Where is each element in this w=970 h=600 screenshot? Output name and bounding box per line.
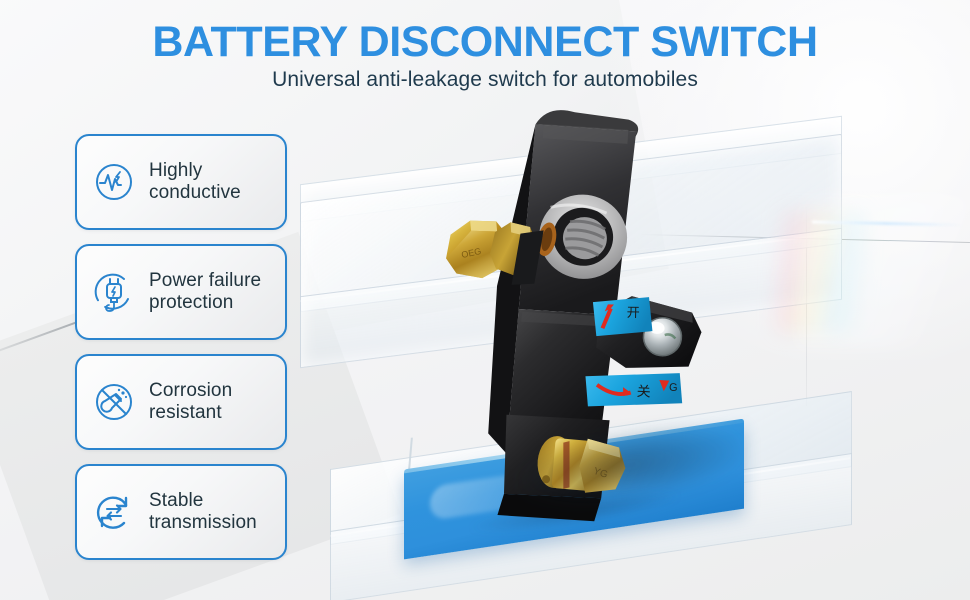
- feature-label: Power failure protection: [149, 269, 262, 313]
- sync-arrows-icon: [91, 489, 137, 535]
- no-corrosion-flask-icon: [91, 379, 137, 425]
- background-seam-vertical: [806, 206, 807, 406]
- feature-card-stable-transmission[interactable]: Stable transmission: [75, 464, 287, 560]
- page-subtitle: Universal anti-leakage switch for automo…: [272, 68, 698, 91]
- page-title: BATTERY DISCONNECT SWITCH: [152, 18, 818, 66]
- feature-card-corrosion-resistant[interactable]: Corrosion resistant: [75, 354, 287, 450]
- pulse-wave-icon: [91, 159, 137, 205]
- feature-card-power-failure-protection[interactable]: Power failure protection: [75, 244, 287, 340]
- feature-label: Stable transmission: [149, 489, 257, 533]
- feature-card-highly-conductive[interactable]: Highly conductive: [75, 134, 287, 230]
- feature-label: Highly conductive: [149, 159, 241, 203]
- feature-label: Corrosion resistant: [149, 379, 233, 423]
- power-plug-icon: [91, 269, 137, 315]
